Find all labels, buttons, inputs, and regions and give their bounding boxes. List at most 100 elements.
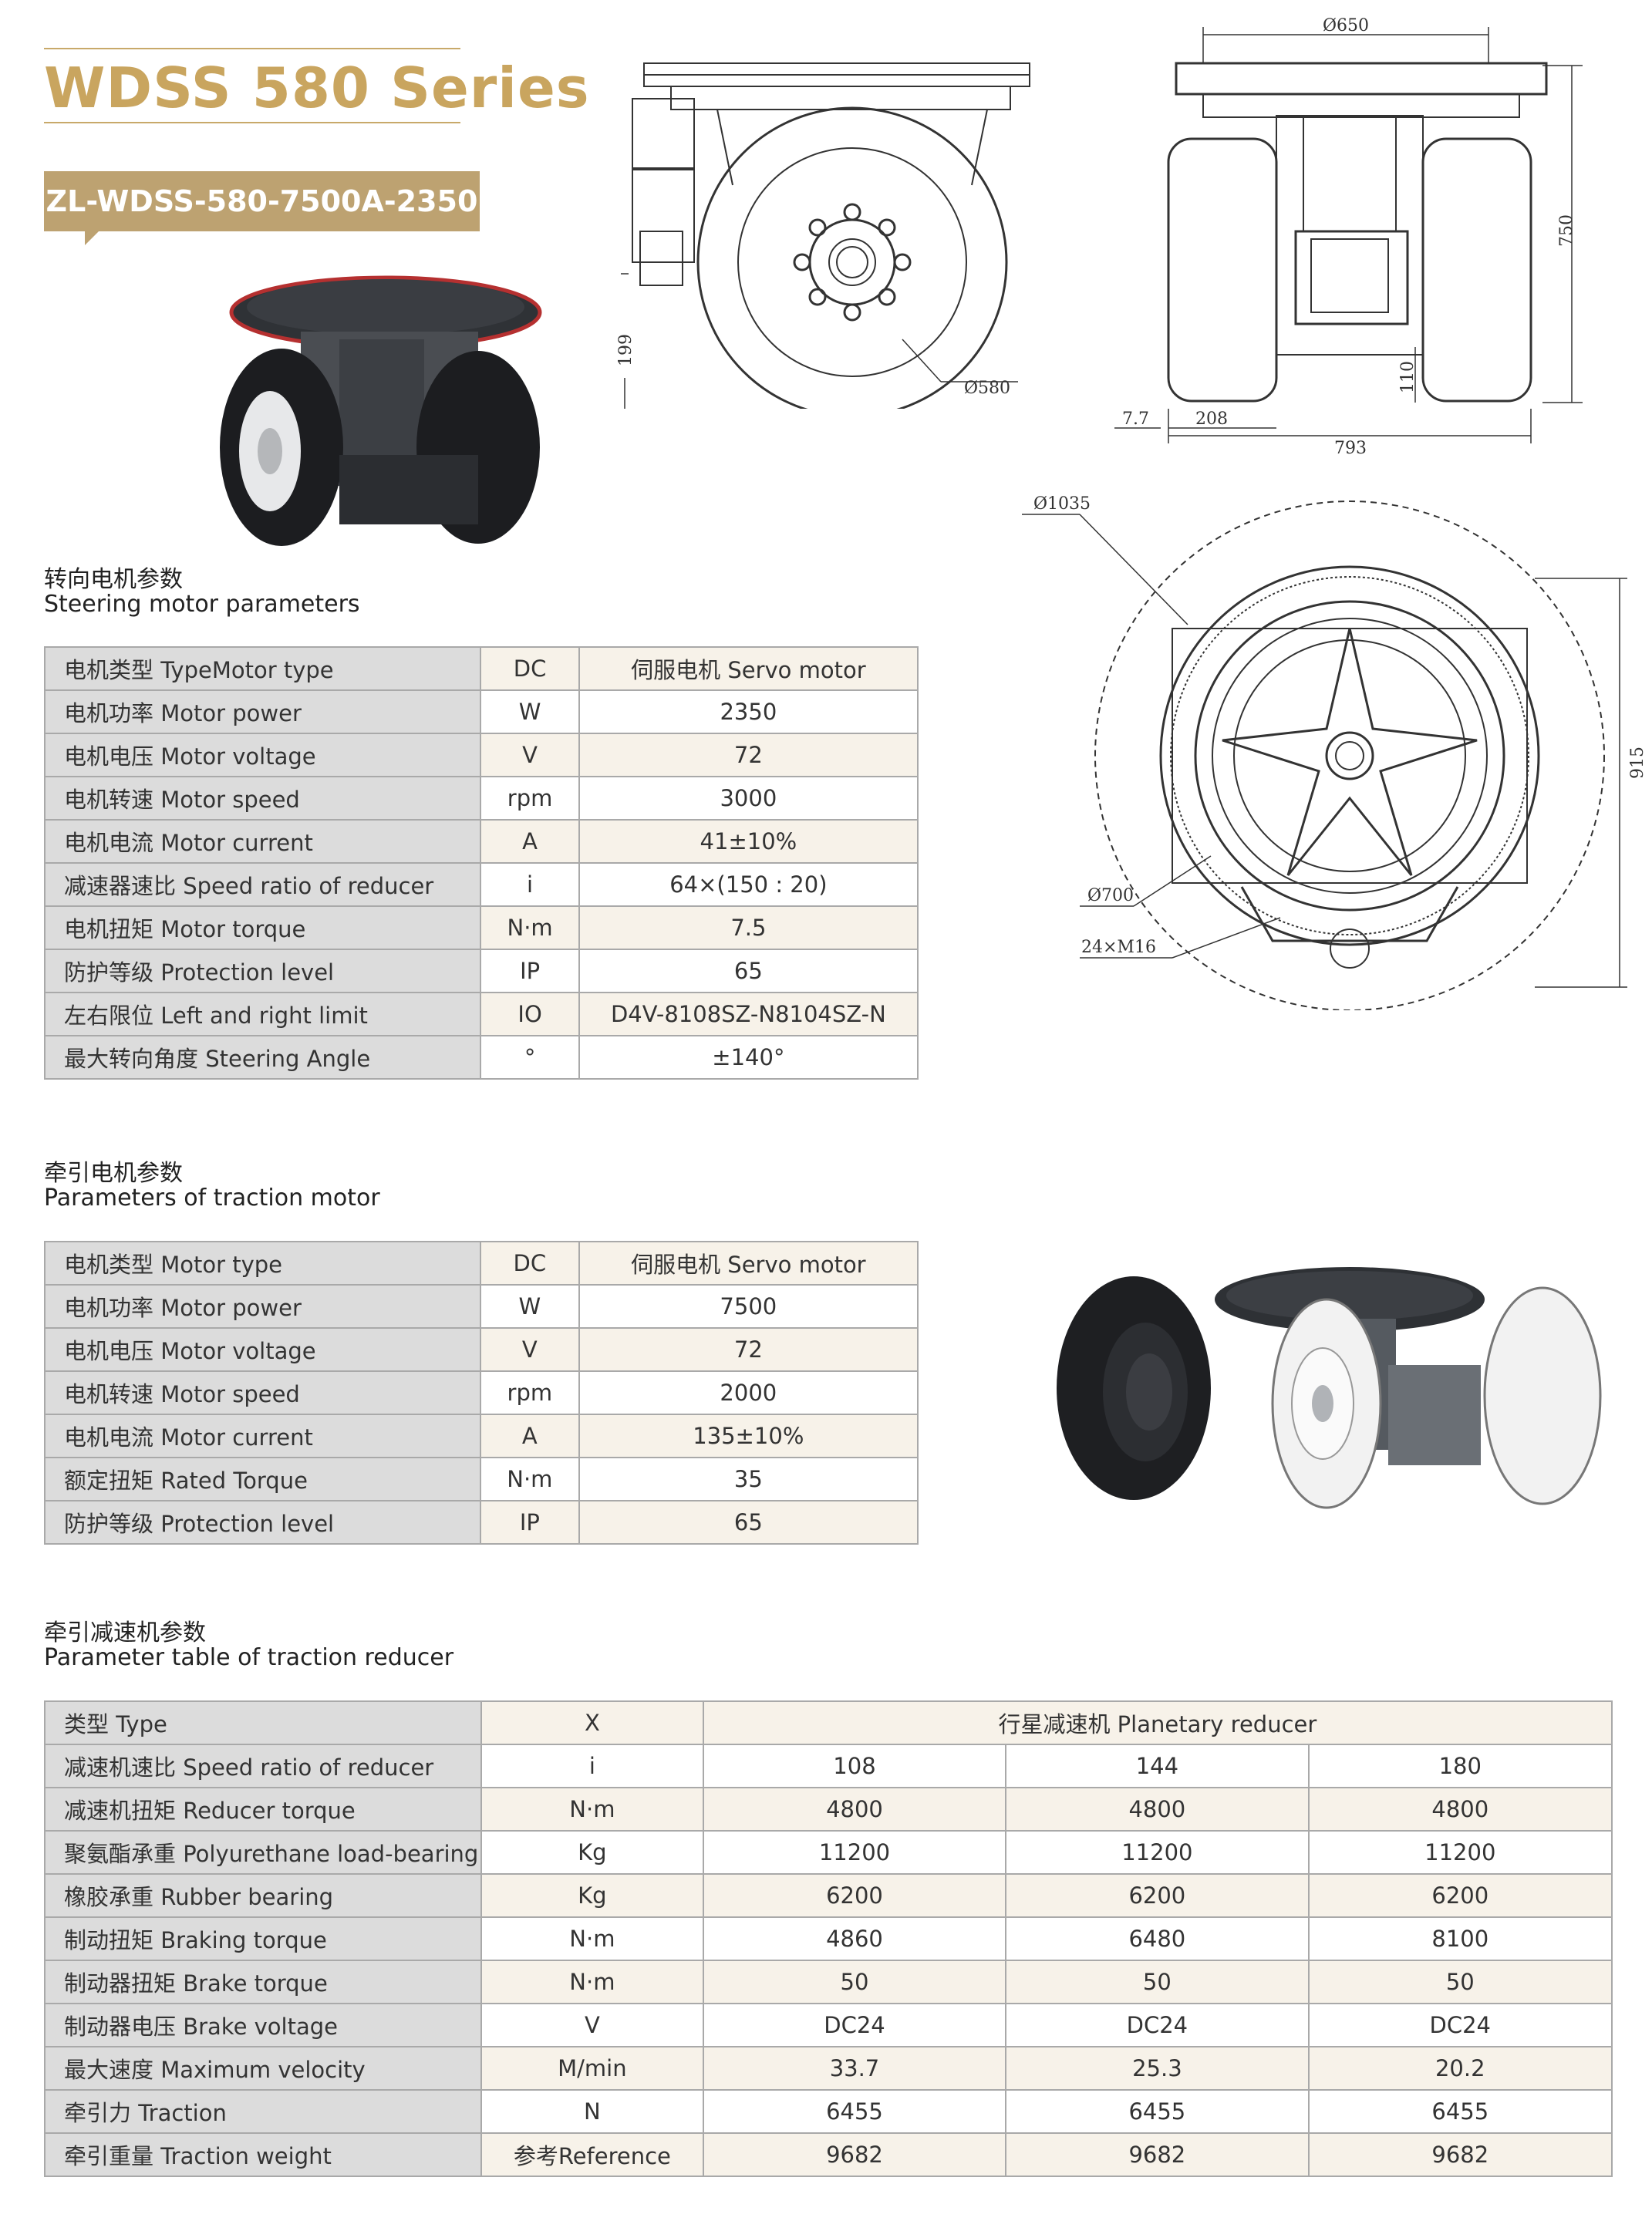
product-photo-steering-drive	[220, 275, 542, 546]
param-unit: N·m	[480, 1916, 704, 1961]
param-unit: V	[480, 1327, 580, 1372]
dim-front-offset: 7.7	[1122, 409, 1149, 429]
param-value-ratio-1: 4800	[702, 1787, 1007, 1832]
param-value: 2000	[578, 1370, 919, 1415]
dim-front-wheel-width: 208	[1195, 409, 1228, 429]
param-value: ±140°	[578, 1035, 919, 1080]
traction-heading-en: Parameters of traction motor	[44, 1185, 380, 1212]
param-value-ratio-2: 4800	[1005, 1787, 1310, 1832]
param-value-ratio-3: 50	[1307, 1960, 1613, 2004]
param-unit: Kg	[480, 1830, 704, 1875]
param-value: 35	[578, 1457, 919, 1501]
param-name: 电机电流 Motor current	[43, 819, 482, 864]
param-value: 7500	[578, 1284, 919, 1329]
param-value-ratio-2: 9682	[1005, 2132, 1310, 2177]
param-value-ratio-2: 6480	[1005, 1916, 1310, 1961]
steering-heading-en: Steering motor parameters	[44, 591, 360, 618]
param-unit: W	[480, 689, 580, 734]
param-value-ratio-2: 11200	[1005, 1830, 1310, 1875]
param-value-ratio-1: 108	[702, 1744, 1007, 1788]
param-value: 65	[578, 1500, 919, 1545]
param-unit: Kg	[480, 1873, 704, 1918]
param-name: 防护等级 Protection level	[43, 1500, 482, 1545]
param-name: 制动扭矩 Braking torque	[44, 1916, 482, 1961]
param-value-ratio-3: 4800	[1307, 1787, 1613, 1832]
param-unit: V	[480, 2003, 704, 2047]
param-name: 额定扭矩 Rated Torque	[43, 1457, 482, 1501]
param-value: 64×(150 : 20)	[578, 862, 919, 907]
param-unit: M/min	[480, 2046, 704, 2091]
param-value-ratio-3: DC24	[1307, 2003, 1613, 2047]
param-unit: V	[480, 733, 580, 777]
reducer-type-row: 类型 Type X 行星减速机 Planetary reducer	[44, 1700, 1613, 1745]
param-value: 72	[578, 733, 919, 777]
param-name: 左右限位 Left and right limit	[43, 992, 482, 1036]
param-value-ratio-3: 6200	[1307, 1873, 1613, 1918]
param-unit: 参考Reference	[480, 2132, 704, 2177]
param-value-ratio-2: DC24	[1005, 2003, 1310, 2047]
param-name: 最大转向角度 Steering Angle	[43, 1035, 482, 1080]
param-unit: IP	[480, 1500, 580, 1545]
dim-top-bolt-circle: Ø700	[1087, 886, 1134, 905]
dim-top-bolts: 24×M16	[1081, 938, 1156, 957]
param-name: 电机电压 Motor voltage	[43, 733, 482, 777]
param-value: 3000	[578, 776, 919, 821]
param-name: 电机类型 Motor type	[43, 1241, 482, 1286]
param-name: 聚氨酯承重 Polyurethane load-bearing	[44, 1830, 482, 1875]
param-value: 伺服电机 Servo motor	[578, 1241, 919, 1286]
param-value: 72	[578, 1327, 919, 1372]
title-rule-top	[44, 48, 460, 49]
param-unit: IP	[480, 949, 580, 993]
param-value: 135±10%	[578, 1414, 919, 1458]
drawing-side-view: 199 Ø580	[617, 62, 1030, 409]
param-value-ratio-1: 6455	[702, 2089, 1007, 2134]
param-unit: DC	[480, 646, 580, 691]
param-value: 伺服电机 Servo motor	[578, 646, 919, 691]
drawing-front-view: Ø650 750 110 7.7 208 793	[1114, 16, 1583, 455]
dim-front-height: 750	[1557, 214, 1576, 247]
param-value: D4V-8108SZ-N8104SZ-N	[578, 992, 919, 1036]
param-value: 65	[578, 949, 919, 993]
dim-front-top-diameter: Ø650	[1323, 16, 1369, 35]
param-value-ratio-1: 50	[702, 1960, 1007, 2004]
param-value-ratio-1: 4860	[702, 1916, 1007, 1961]
dim-side-wheel-diameter: Ø580	[964, 379, 1010, 398]
dim-front-width: 793	[1334, 439, 1367, 455]
param-value-ratio-2: 50	[1005, 1960, 1310, 2004]
param-name: 电机转速 Motor speed	[43, 776, 482, 821]
param-unit: IO	[480, 992, 580, 1036]
param-name: 防护等级 Protection level	[43, 949, 482, 993]
reducer-type-name: 类型 Type	[44, 1700, 482, 1745]
param-name: 减速器速比 Speed ratio of reducer	[43, 862, 482, 907]
param-name: 减速机速比 Speed ratio of reducer	[44, 1744, 482, 1788]
param-unit: °	[480, 1035, 580, 1080]
reducer-heading-cn: 牵引减速机参数	[44, 1619, 206, 1646]
param-value-ratio-1: 33.7	[702, 2046, 1007, 2091]
param-value: 7.5	[578, 905, 919, 950]
reducer-heading-en: Parameter table of traction reducer	[44, 1644, 454, 1671]
title-rule-bottom	[44, 122, 460, 123]
param-unit: N·m	[480, 1960, 704, 2004]
param-value-ratio-1: 6200	[702, 1873, 1007, 1918]
param-name: 电机功率 Motor power	[43, 689, 482, 734]
param-unit: A	[480, 1414, 580, 1458]
param-unit: N·m	[480, 905, 580, 950]
param-value-ratio-1: DC24	[702, 2003, 1007, 2047]
